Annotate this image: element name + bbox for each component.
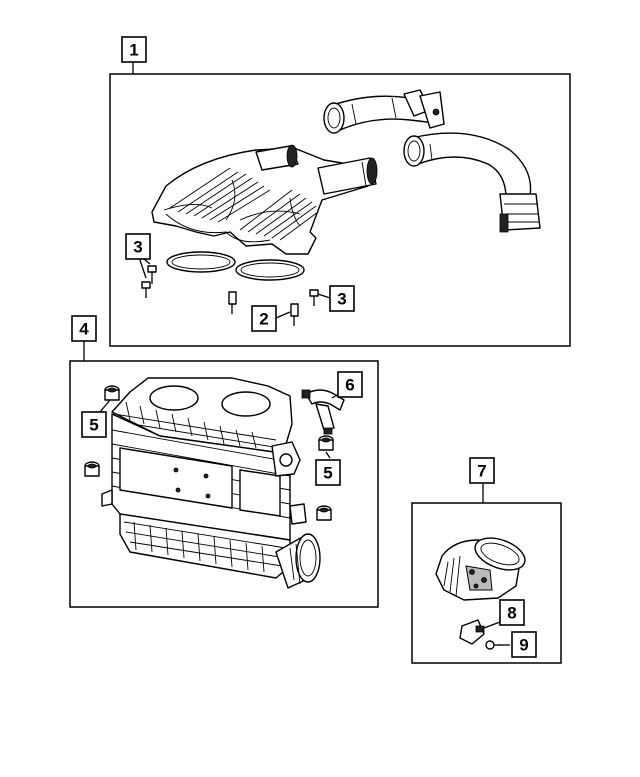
gasket xyxy=(166,251,305,281)
callout-8-label: 8 xyxy=(507,604,516,623)
group-1-frame xyxy=(109,73,571,347)
screw xyxy=(485,640,500,650)
intake-manifold xyxy=(151,144,378,255)
callout-5b-label: 5 xyxy=(323,464,332,483)
callout-1-label: 1 xyxy=(129,41,138,60)
callout-7-label: 7 xyxy=(477,462,486,481)
callout-6: 6 xyxy=(337,371,363,398)
callout-6-label: 6 xyxy=(345,376,354,395)
charge-air-cooler xyxy=(101,377,321,589)
group-4-frame xyxy=(69,360,379,608)
callout-3b: 3 xyxy=(329,285,355,312)
bolt xyxy=(141,265,319,306)
callout-5a-label: 5 xyxy=(89,416,98,435)
group-7-frame xyxy=(411,502,562,664)
callout-7: 7 xyxy=(469,457,495,484)
callout-3a: 3 xyxy=(125,233,151,260)
callout-3b-label: 3 xyxy=(337,290,346,309)
callout-8: 8 xyxy=(499,599,525,626)
stud xyxy=(228,291,299,326)
coolant-hose xyxy=(301,389,345,435)
callout-5b: 5 xyxy=(315,459,341,486)
callout-4-label: 4 xyxy=(79,320,89,339)
throttle-body xyxy=(435,537,526,601)
callout-5a: 5 xyxy=(81,411,107,438)
callout-2: 2 xyxy=(251,305,277,332)
air-duct-hose xyxy=(323,89,541,233)
callout-1: 1 xyxy=(121,36,147,63)
callout-9-label: 9 xyxy=(519,636,528,655)
callout-9: 9 xyxy=(511,631,537,658)
callout-4: 4 xyxy=(71,315,97,342)
grommet xyxy=(84,385,334,521)
callout-2-label: 2 xyxy=(259,310,268,329)
callout-3a-label: 3 xyxy=(133,238,142,257)
map-sensor xyxy=(459,619,485,645)
